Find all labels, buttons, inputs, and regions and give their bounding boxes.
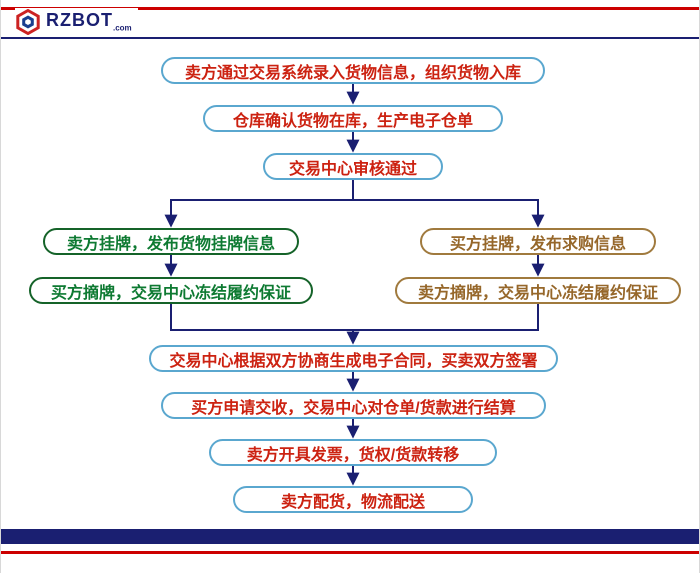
logo-hexagon-icon — [16, 9, 40, 35]
top-red-rule — [1, 7, 699, 10]
step-buyer-listing: 买方挂牌，发布求购信息 — [420, 228, 656, 255]
step-delivery: 卖方配货，物流配送 — [233, 486, 473, 513]
bottom-navy-bar — [1, 529, 699, 544]
step-seller-entry: 卖方通过交易系统录入货物信息，组织货物入库 — [161, 57, 545, 84]
logo: RZBOT.com — [15, 8, 138, 36]
logo-brand: RZBOT — [46, 10, 113, 31]
step-seller-listing: 卖方挂牌，发布货物挂牌信息 — [43, 228, 299, 255]
top-navy-rule — [1, 37, 699, 39]
step-buyer-delisting: 买方摘牌，交易中心冻结履约保证 — [29, 277, 313, 304]
step-settlement: 买方申请交收，交易中心对仓单/货款进行结算 — [161, 392, 546, 419]
step-warehouse-confirm: 仓库确认货物在库，生产电子仓单 — [203, 105, 503, 132]
step-center-audit: 交易中心审核通过 — [263, 153, 443, 180]
bottom-red-rule — [1, 551, 699, 554]
logo-wordmark: RZBOT.com — [46, 11, 132, 33]
logo-tld: .com — [113, 23, 132, 33]
step-seller-delisting: 卖方摘牌，交易中心冻结履约保证 — [395, 277, 681, 304]
step-contract-generation: 交易中心根据双方协商生成电子合同，买卖双方签署 — [149, 345, 558, 372]
step-invoice-transfer: 卖方开具发票，货权/货款转移 — [209, 439, 497, 466]
